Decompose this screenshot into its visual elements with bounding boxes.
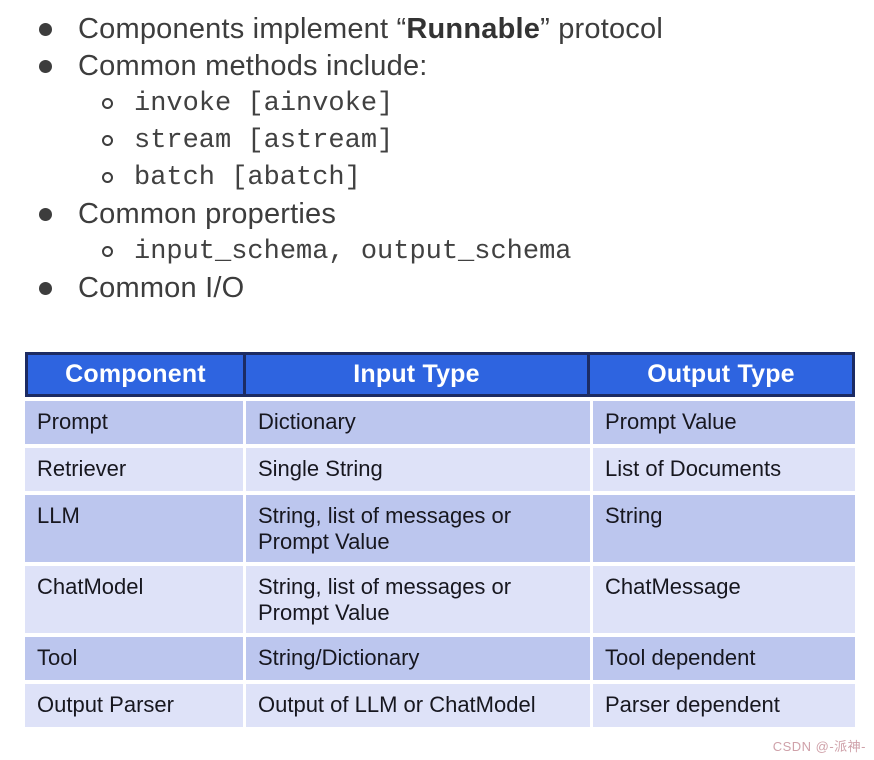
table-cell-output-type: Prompt Value: [593, 401, 855, 444]
bullet-item-common-io: Common I/O: [0, 270, 874, 307]
code-text: stream [astream]: [134, 125, 394, 156]
table-cell-component: Output Parser: [25, 684, 243, 727]
bullet-icon: [39, 208, 52, 221]
table-cell-input-type: Single String: [246, 448, 590, 491]
bullet-text-bold: Runnable: [406, 13, 541, 45]
component-io-table: Prompt Dictionary Prompt Value Retriever…: [25, 401, 855, 727]
table-cell-input-type: String, list of messages or Prompt Value: [246, 566, 590, 633]
table-cell-input-type: String, list of messages or Prompt Value: [246, 495, 590, 562]
column-header-output-type: Output Type: [590, 355, 852, 394]
sub-bullet-item-schemas: input_schema, output_schema: [0, 233, 874, 270]
bullet-text-prefix: Components implement “: [78, 13, 407, 45]
bullet-text: Common properties: [78, 198, 337, 230]
bullet-item-common-methods: Common methods include:: [0, 48, 874, 85]
table-cell-component: ChatModel: [25, 566, 243, 633]
table-cell-component: Retriever: [25, 448, 243, 491]
table-cell-component: Prompt: [25, 401, 243, 444]
code-text: input_schema, output_schema: [134, 236, 572, 267]
table-cell-output-type: Tool dependent: [593, 637, 855, 680]
circle-bullet-icon: [102, 246, 113, 257]
bullet-text: Common I/O: [78, 272, 245, 304]
bullet-icon: [39, 60, 52, 73]
circle-bullet-icon: [102, 98, 113, 109]
sub-bullet-item-stream: stream [astream]: [0, 122, 874, 159]
bullet-item-runnable: Components implement “Runnable” protocol: [0, 11, 874, 48]
bullet-item-common-properties: Common properties: [0, 196, 874, 233]
sub-bullet-item-invoke: invoke [ainvoke]: [0, 85, 874, 122]
circle-bullet-icon: [102, 172, 113, 183]
table-cell-output-type: List of Documents: [593, 448, 855, 491]
outline: Components implement “Runnable” protocol…: [0, 11, 874, 307]
code-text: invoke [ainvoke]: [134, 88, 394, 119]
column-header-input-type: Input Type: [246, 355, 587, 394]
code-text: batch [abatch]: [134, 162, 361, 193]
sub-bullet-item-batch: batch [abatch]: [0, 159, 874, 196]
circle-bullet-icon: [102, 135, 113, 146]
bullet-icon: [39, 23, 52, 36]
table-cell-component: Tool: [25, 637, 243, 680]
bullet-text: Components implement “Runnable” protocol: [78, 13, 663, 46]
table-cell-output-type: Parser dependent: [593, 684, 855, 727]
column-header-component: Component: [28, 355, 243, 394]
table-cell-component: LLM: [25, 495, 243, 562]
table-cell-output-type: String: [593, 495, 855, 562]
table-header-row: Component Input Type Output Type: [25, 352, 855, 397]
csdn-watermark: CSDN @-派神-: [772, 739, 866, 754]
table-cell-input-type: Output of LLM or ChatModel: [246, 684, 590, 727]
bullet-text-suffix: ” protocol: [540, 13, 663, 45]
bullet-icon: [39, 282, 52, 295]
table-cell-input-type: Dictionary: [246, 401, 590, 444]
bullet-text: Common methods include:: [78, 50, 428, 82]
table-cell-input-type: String/Dictionary: [246, 637, 590, 680]
table-cell-output-type: ChatMessage: [593, 566, 855, 633]
